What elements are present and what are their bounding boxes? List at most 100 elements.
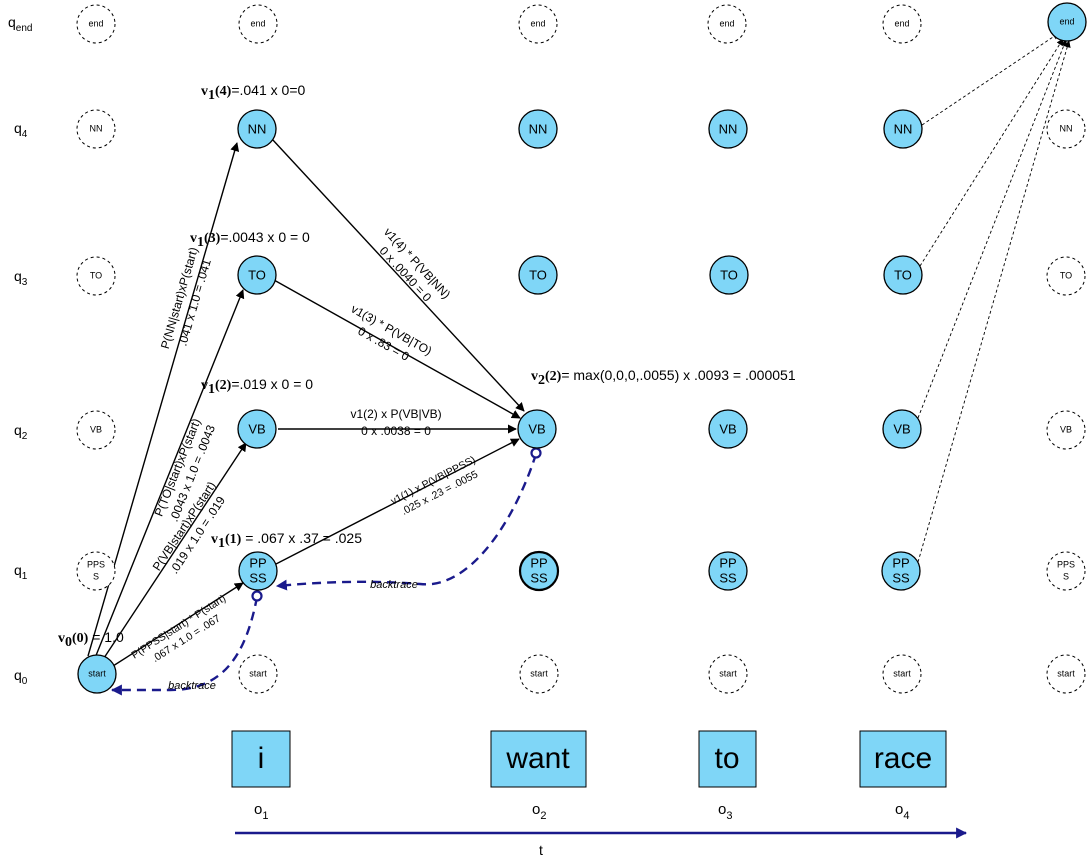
node-start-col0-label: start (88, 668, 106, 678)
node-to-col3-label: TO (720, 267, 738, 282)
backtrace-label-1: backtrace (370, 579, 418, 591)
node-ppss-col5 (1046, 551, 1086, 591)
node-end-col3 (707, 4, 747, 44)
annotation-v1-1: v1(1) = .067 x .37 = .025 (211, 530, 362, 551)
node-to-col5 (1046, 256, 1086, 296)
node-vb-col2 (517, 409, 557, 449)
state-label-q3: q3 (14, 268, 28, 288)
node-ppss-col0-label-top: PPS (87, 559, 105, 569)
node-end-col3-label: end (719, 18, 734, 28)
edge-to-vb (273, 279, 521, 419)
column-5: end NN TO VB PPS S start (1046, 2, 1087, 694)
node-start-col2-label: start (530, 668, 548, 678)
node-vb-col4-label: VB (893, 421, 910, 436)
backtrace-origin-vb (530, 447, 542, 459)
edge-label-ppss-vb: v1(1) x P(VB|PPSS) .025 x .23 = .0055 (389, 454, 480, 518)
node-nn-col1 (237, 109, 277, 149)
word-4: race (874, 742, 932, 775)
node-ppss-col2-label-bottom: SS (530, 570, 548, 585)
node-nn-col0 (76, 109, 116, 149)
annotation-v1-4: v1(4)=.041 x 0=0 (201, 82, 305, 103)
node-ppss-col1-label-top: PP (249, 555, 266, 570)
edge-ppss-end (917, 40, 1071, 563)
node-ppss-col5-label-top: PPS (1057, 559, 1075, 569)
node-start-col1-label: start (249, 668, 267, 678)
node-ppss-col0-label-bottom: S (93, 571, 99, 581)
node-vb-col5 (1046, 410, 1086, 450)
node-start-col3-label: start (719, 668, 737, 678)
node-vb-col4 (882, 409, 922, 449)
column-1: end NN TO VB PP SS start (237, 4, 278, 694)
annotation-v1-2: v1(2)=.019 x 0 = 0 (201, 376, 313, 397)
state-label-q2: q2 (14, 422, 28, 442)
word-box-2 (490, 730, 587, 788)
backtrace-origin-ppss (251, 590, 263, 602)
node-ppss-col3 (708, 551, 748, 591)
annotation-v1-3: v1(3)=.0043 x 0 = 0 (190, 229, 310, 250)
node-to-col2 (518, 255, 558, 295)
node-start-col5-label: start (1057, 668, 1075, 678)
edge-nn-vb (271, 138, 525, 412)
state-label-q1: q1 (14, 562, 28, 582)
node-ppss-col4-label-bottom: SS (892, 570, 910, 585)
end-edges (917, 32, 1071, 563)
svg-text:0 x .0038 = 0: 0 x .0038 = 0 (361, 424, 431, 438)
node-nn-col4-label: NN (894, 121, 913, 136)
svg-text:v1(2) x P(VB|VB): v1(2) x P(VB|VB) (350, 407, 441, 421)
edge-ppss-vb (275, 438, 520, 565)
transition-edges (87, 138, 525, 667)
node-vb-col0-label: VB (90, 424, 102, 434)
edge-label-start-ppss: P(PPSS|start) * P(start) .067 x 1.0 = .0… (129, 592, 228, 665)
obs-label-2: o2 (532, 801, 546, 822)
word-2: want (505, 742, 570, 775)
state-label-q4: q4 (14, 120, 28, 140)
edge-start-to (94, 289, 245, 659)
edge-vb-end (917, 39, 1067, 419)
node-end-col1-label: end (250, 18, 265, 28)
node-end-col0-label: end (88, 18, 103, 28)
node-to-col1-label: TO (248, 267, 266, 282)
node-nn-col5-label: NN (1060, 123, 1073, 133)
node-to-col4-label: TO (894, 267, 912, 282)
column-2: end NN TO VB PP SS start (517, 4, 560, 694)
word-box-4 (859, 730, 947, 788)
observation-words: i want to race (231, 730, 947, 788)
edge-label-start-nn: P(NN|start)xP(start) .041 x 1.0 = .041 (158, 246, 214, 351)
node-end-col0 (76, 4, 116, 44)
backtrace-ppss-start (110, 596, 259, 696)
node-ppss-col0 (76, 551, 116, 591)
node-vb-col0 (76, 410, 116, 450)
node-end-col4-label: end (894, 18, 909, 28)
node-ppss-col2-label-top: PP (530, 555, 547, 570)
column-4: end NN TO VB PP SS start (881, 4, 923, 694)
viterbi-annotations: v1(4)=.041 x 0=0 v1(3)=.0043 x 0 = 0 v1(… (58, 82, 796, 650)
observation-labels: o1 o2 o3 o4 (254, 801, 909, 822)
node-nn-col1-label: NN (248, 121, 267, 136)
edge-labels: P(NN|start)xP(start) .041 x 1.0 = .041 P… (129, 225, 480, 665)
node-end-col2 (518, 4, 558, 44)
node-start-col1 (238, 654, 278, 694)
word-box-3 (698, 730, 757, 788)
time-label: t (539, 842, 543, 858)
node-start-col4-label: start (893, 668, 911, 678)
node-nn-col3 (708, 109, 748, 149)
state-label-q0: q0 (14, 667, 28, 687)
word-1: i (258, 742, 265, 775)
node-vb-col3 (708, 409, 748, 449)
obs-label-4: o4 (895, 801, 909, 822)
node-to-col2-label: TO (529, 267, 547, 282)
node-to-col1 (237, 255, 277, 295)
backtrace-vb-ppss (275, 453, 538, 591)
node-end-col1 (238, 4, 278, 44)
node-nn-col0-label: NN (90, 123, 103, 133)
node-ppss-col1 (238, 551, 278, 591)
node-vb-col5-label: VB (1060, 424, 1072, 434)
node-end-col2-label: end (530, 18, 545, 28)
node-start-col0 (77, 654, 117, 694)
node-ppss-col5-label-bottom: S (1063, 571, 1069, 581)
edge-label-nn-vb: v1(4) * P(VB|NN) 0 x .0040 = 0 (377, 225, 454, 305)
node-nn-col3-label: NN (719, 121, 738, 136)
node-to-col4 (883, 255, 923, 295)
node-ppss-col4-label-top: PP (892, 555, 909, 570)
